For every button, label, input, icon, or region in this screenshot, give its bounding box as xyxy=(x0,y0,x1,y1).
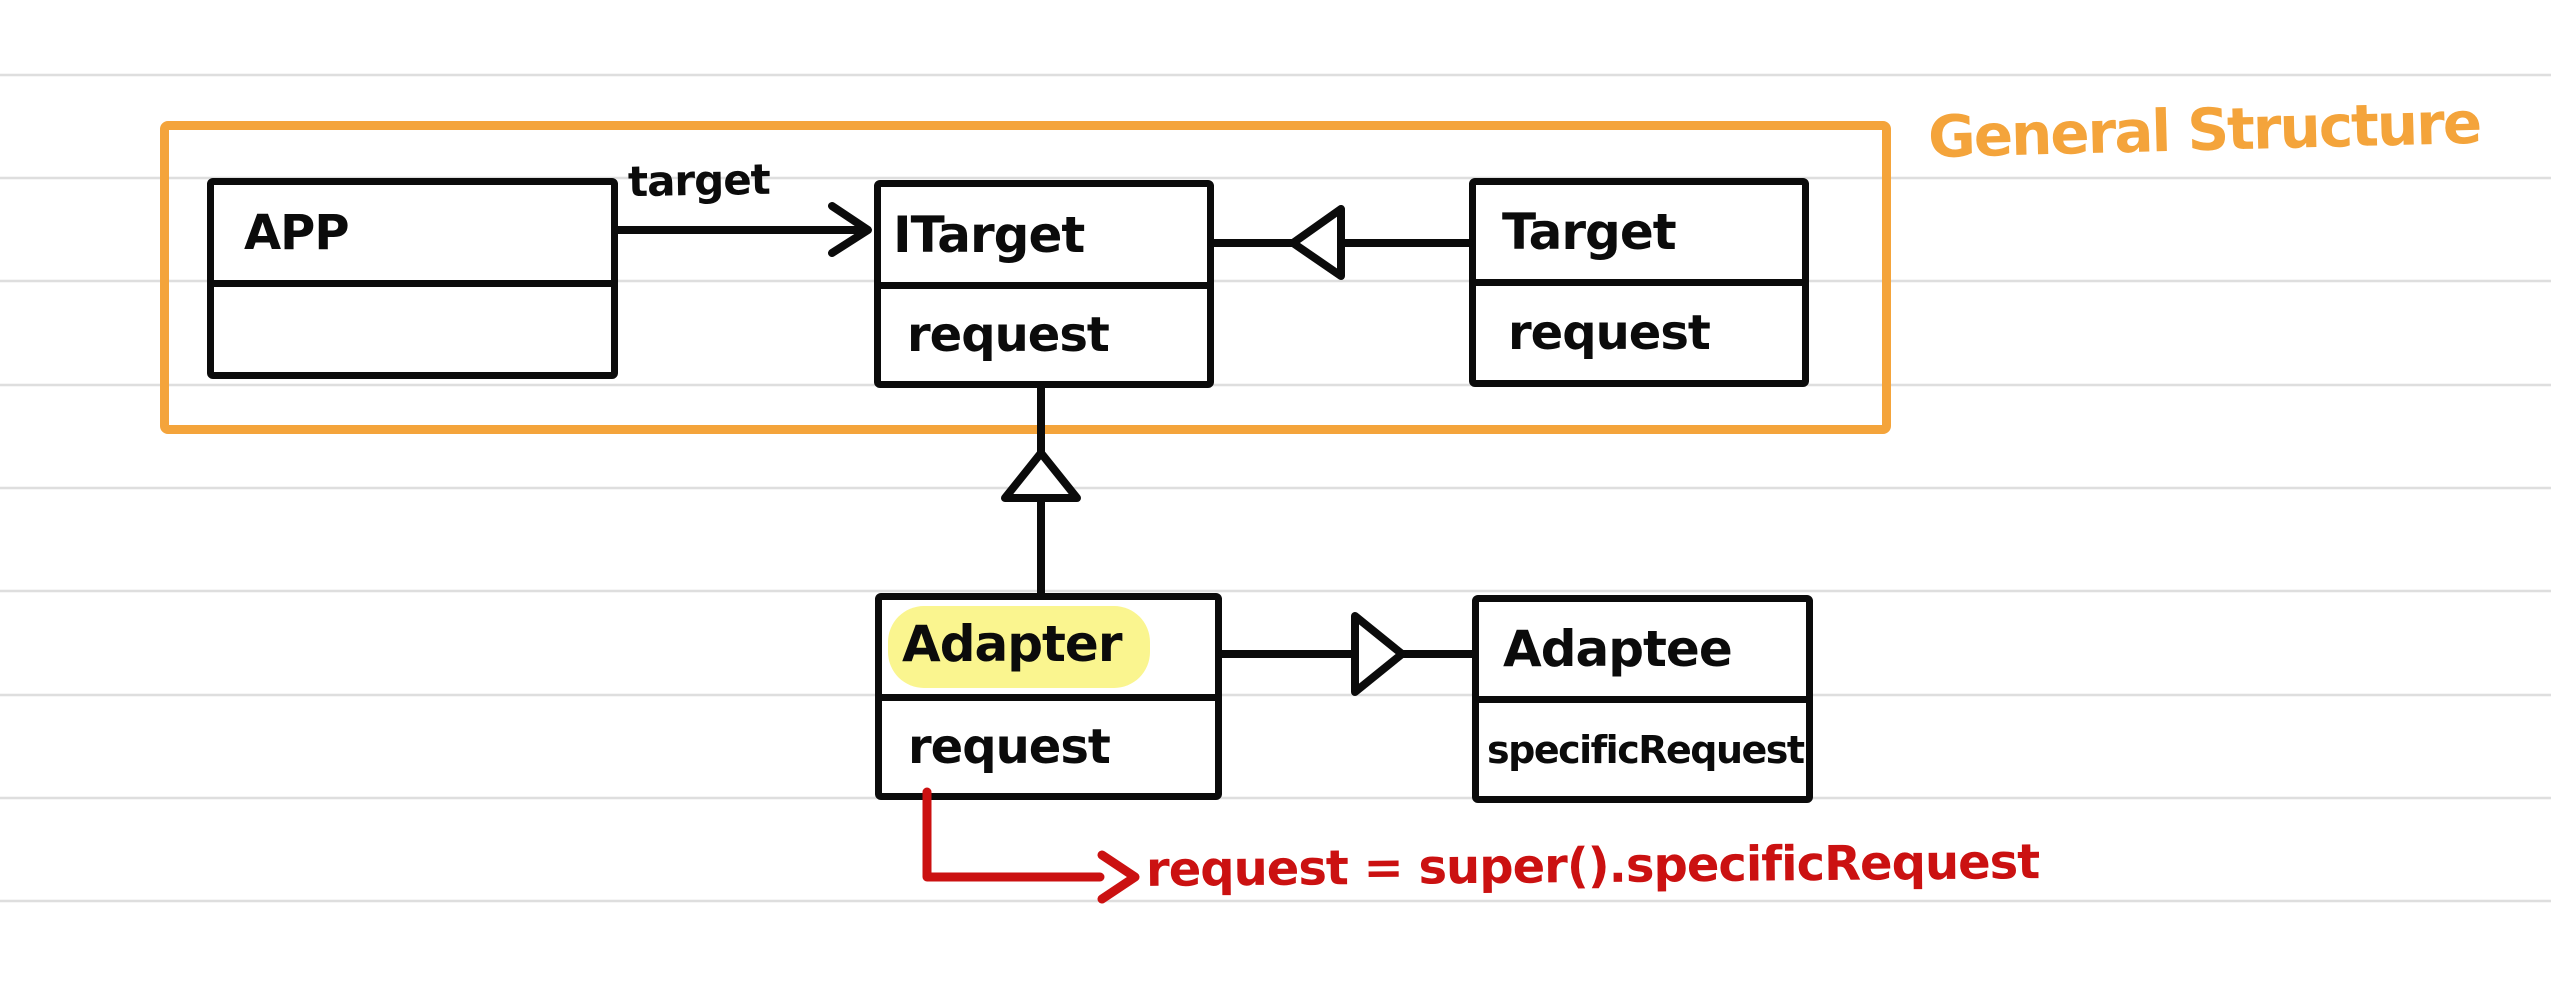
class-member-target-text: request xyxy=(1508,305,1711,361)
class-box-target: Target request xyxy=(1469,178,1809,387)
class-box-app: APP xyxy=(207,178,618,379)
class-title-itarget: ITarget xyxy=(881,187,1207,282)
open-triangle-right-adaptee xyxy=(1351,612,1406,696)
class-member-adaptee: specificRequest xyxy=(1479,696,1806,796)
class-title-adapter: Adapter xyxy=(882,600,1215,694)
adapter-yellow-highlight: Adapter xyxy=(888,606,1150,688)
open-triangle-up-itarget xyxy=(1001,449,1081,502)
class-title-app-text: APP xyxy=(244,204,350,261)
class-title-adaptee-text: Adaptee xyxy=(1503,620,1733,678)
class-title-target-text: Target xyxy=(1502,203,1677,261)
class-member-adapter: request xyxy=(882,694,1215,793)
red-annotation-text: request = super().specificRequest xyxy=(1145,834,2040,898)
class-title-adapter-text: Adapter xyxy=(902,615,1122,673)
general-structure-frame xyxy=(160,121,1891,434)
class-box-adapter: Adapter request xyxy=(875,593,1222,800)
class-member-adapter-text: request xyxy=(908,719,1111,775)
association-label-target: target xyxy=(627,154,771,207)
class-box-adaptee: Adaptee specificRequest xyxy=(1472,595,1813,803)
class-title-itarget-text: ITarget xyxy=(893,205,1085,264)
class-title-target: Target xyxy=(1476,185,1802,279)
red-arrowhead xyxy=(1097,850,1140,904)
general-structure-title: General Structure xyxy=(1927,88,2481,172)
class-member-itarget: request xyxy=(881,282,1207,381)
class-box-itarget: ITarget request xyxy=(874,180,1214,388)
class-member-app-empty xyxy=(214,280,611,372)
class-member-adaptee-text: specificRequest xyxy=(1487,727,1805,772)
class-member-target: request xyxy=(1476,279,1802,380)
class-member-itarget-text: request xyxy=(907,307,1110,363)
class-title-adaptee: Adaptee xyxy=(1479,602,1806,696)
class-title-app: APP xyxy=(214,185,611,280)
red-elbow-line xyxy=(922,787,1105,882)
